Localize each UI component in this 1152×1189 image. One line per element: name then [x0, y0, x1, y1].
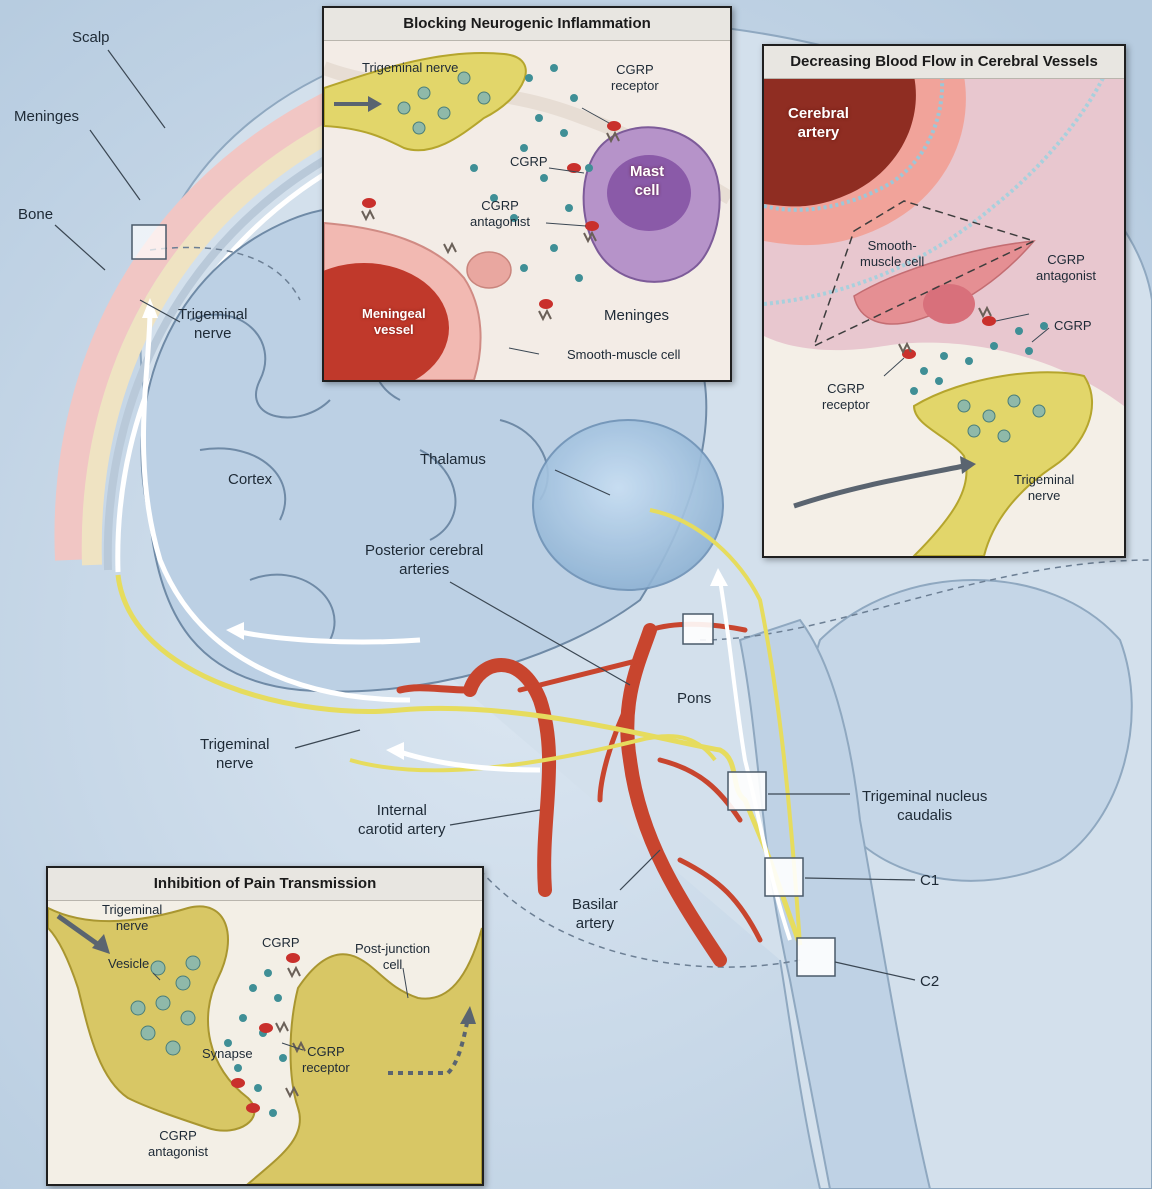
mast-cell-line2: cell — [630, 181, 664, 200]
pain-trigeminal-nerve-line2: nerve — [102, 918, 162, 934]
label-c2: C2 — [920, 972, 939, 991]
neurogenic-label-cgrp-antagonist: CGRP antagonist — [470, 198, 530, 230]
blood-flow-label-cgrp-antagonist: CGRP antagonist — [1036, 252, 1096, 284]
label-trigeminal-nerve-upper-line1: Trigeminal — [178, 305, 247, 324]
panel-neurogenic-inflammation: Blocking Neurogenic Inflammation Trigemi… — [322, 6, 732, 382]
neurogenic-label-trigeminal-nerve: Trigeminal nerve — [362, 60, 458, 76]
blood-flow-label-smooth-muscle-cell: Smooth- muscle cell — [860, 238, 924, 270]
smooth-muscle-line2: muscle cell — [860, 254, 924, 270]
label-trigeminal-nerve-lower-line2: nerve — [200, 754, 269, 773]
label-pons: Pons — [677, 689, 711, 708]
mast-cell-line1: Mast — [630, 162, 664, 181]
pain-label-cgrp-antagonist: CGRP antagonist — [148, 1128, 208, 1160]
blood-flow-cgrp-antagonist-line1: CGRP — [1036, 252, 1096, 268]
neurogenic-label-meningeal-vessel: Meningeal vessel — [362, 306, 426, 338]
label-nucleus-caudalis-line2: caudalis — [862, 806, 987, 825]
pain-label-vesicle: Vesicle — [108, 956, 149, 972]
blood-flow-trigeminal-nerve-line2: nerve — [1014, 488, 1074, 504]
label-posterior-cerebral-line1: Posterior cerebral — [365, 541, 483, 560]
thalamus-shape — [533, 420, 723, 590]
cerebral-artery-line2: artery — [788, 123, 849, 142]
pain-label-trigeminal-nerve: Trigeminal nerve — [102, 902, 162, 934]
neurogenic-title: Blocking Neurogenic Inflammation — [324, 8, 730, 41]
pain-cgrp-antagonist-line1: CGRP — [148, 1128, 208, 1144]
label-trigeminal-nerve-upper: Trigeminal nerve — [178, 305, 247, 343]
neurogenic-label-cgrp: CGRP — [510, 154, 548, 170]
post-junction-line2: cell — [355, 957, 430, 973]
pain-label-synapse: Synapse — [202, 1046, 253, 1062]
pain-cgrp-receptor-line1: CGRP — [302, 1044, 350, 1060]
pain-cgrp-antagonist-line2: antagonist — [148, 1144, 208, 1160]
blood-flow-cgrp-antagonist-line2: antagonist — [1036, 268, 1096, 284]
pain-label-cgrp-receptor: CGRP receptor — [302, 1044, 350, 1076]
marker-box-meninges — [132, 225, 166, 259]
blood-flow-cgrp-receptor-line1: CGRP — [822, 381, 870, 397]
blood-flow-trigeminal-nerve-line1: Trigeminal — [1014, 472, 1074, 488]
pain-trigeminal-nerve-line1: Trigeminal — [102, 902, 162, 918]
panel-blood-flow: Decreasing Blood Flow in Cerebral Vessel… — [762, 44, 1126, 558]
label-meninges: Meninges — [14, 107, 79, 126]
meningeal-vessel-line2: vessel — [362, 322, 426, 338]
pain-label-cgrp: CGRP — [262, 935, 300, 951]
label-cortex: Cortex — [228, 470, 272, 489]
neurogenic-cgrp-antagonist-line1: CGRP — [470, 198, 530, 214]
neurogenic-label-smooth-muscle-cell: Smooth-muscle cell — [567, 347, 680, 363]
cerebral-artery-line1: Cerebral — [788, 104, 849, 123]
artery-branch — [400, 688, 470, 690]
blood-flow-label-cgrp-receptor: CGRP receptor — [822, 381, 870, 413]
label-trigeminal-nerve-lower: Trigeminal nerve — [200, 735, 269, 773]
label-basilar-line2: artery — [572, 914, 618, 933]
neurogenic-cgrp-antagonist-line2: antagonist — [470, 214, 530, 230]
label-posterior-cerebral-arteries: Posterior cerebral arteries — [365, 541, 483, 579]
blood-flow-cgrp-receptor-line2: receptor — [822, 397, 870, 413]
neurogenic-label-mast-cell: Mast cell — [630, 162, 664, 200]
pain-cgrp-receptor-line2: receptor — [302, 1060, 350, 1076]
blood-flow-title: Decreasing Blood Flow in Cerebral Vessel… — [764, 46, 1124, 79]
label-posterior-cerebral-line2: arteries — [365, 560, 483, 579]
blood-flow-label-cerebral-artery: Cerebral artery — [788, 104, 849, 142]
label-internal-carotid-line2: carotid artery — [358, 820, 446, 839]
label-c1: C1 — [920, 871, 939, 890]
label-trigeminal-nerve-lower-line1: Trigeminal — [200, 735, 269, 754]
meningeal-vessel-line1: Meningeal — [362, 306, 426, 322]
pain-label-post-junction-cell: Post-junction cell — [355, 941, 430, 973]
neurogenic-cgrp-receptor-line1: CGRP — [611, 62, 659, 78]
marker-box-c1 — [765, 858, 803, 896]
label-trigeminal-nerve-upper-line2: nerve — [178, 324, 247, 343]
marker-box-c2 — [797, 938, 835, 976]
post-junction-line1: Post-junction — [355, 941, 430, 957]
smooth-muscle-line1: Smooth- — [860, 238, 924, 254]
neurogenic-label-cgrp-receptor: CGRP receptor — [611, 62, 659, 94]
label-scalp: Scalp — [72, 28, 110, 47]
label-thalamus: Thalamus — [420, 450, 486, 469]
label-basilar-line1: Basilar — [572, 895, 618, 914]
pain-title: Inhibition of Pain Transmission — [48, 868, 482, 901]
panel-pain-transmission: Inhibition of Pain Transmission Trigemin… — [46, 866, 484, 1186]
label-internal-carotid-line1: Internal — [358, 801, 446, 820]
neurogenic-cgrp-receptor-line2: receptor — [611, 78, 659, 94]
label-basilar-artery: Basilar artery — [572, 895, 618, 933]
label-trigeminal-nucleus-caudalis: Trigeminal nucleus caudalis — [862, 787, 987, 825]
blood-flow-label-cgrp: CGRP — [1054, 318, 1092, 334]
label-nucleus-caudalis-line1: Trigeminal nucleus — [862, 787, 987, 806]
neurogenic-label-meninges: Meninges — [604, 306, 669, 325]
label-internal-carotid-artery: Internal carotid artery — [358, 801, 446, 839]
blood-flow-label-trigeminal-nerve: Trigeminal nerve — [1014, 472, 1074, 504]
smooth-muscle-cell-nucleus — [923, 284, 975, 324]
label-bone: Bone — [18, 205, 53, 224]
smooth-muscle-nucleus — [467, 252, 511, 288]
marker-box-nucleus — [728, 772, 766, 810]
marker-box-vessel — [683, 614, 713, 644]
